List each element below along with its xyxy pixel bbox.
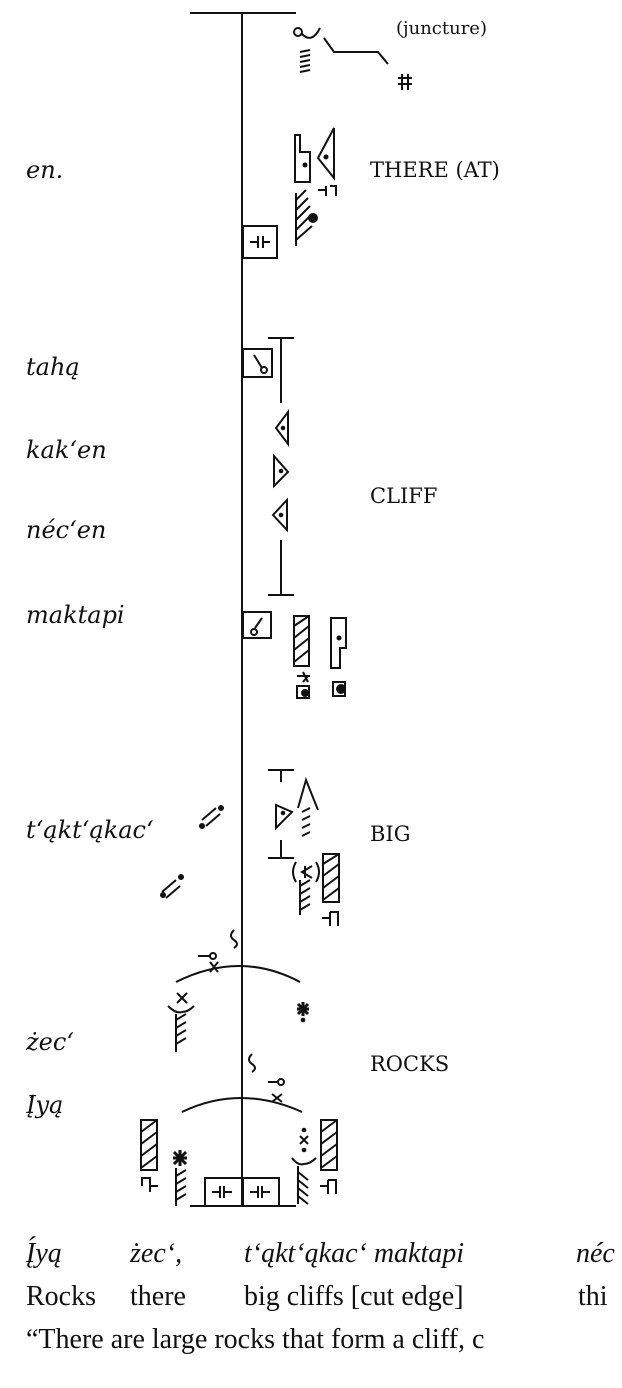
gloss-cliff: CLIFF — [370, 484, 438, 508]
gloss-rocks: ROCKS — [370, 1052, 450, 1076]
interlinear-line-3: “There are large rocks that form a cliff… — [26, 1324, 485, 1355]
il2-word-4: thi — [578, 1281, 608, 1312]
gloss-there: THERE (AT) — [370, 158, 500, 182]
il2-word-1: Rocks — [26, 1281, 96, 1312]
word-zec: żec‘ — [26, 1028, 74, 1056]
il1-word-4: néc — [576, 1238, 615, 1269]
word-taktakac: t‘ąkt‘ąkac‘ — [26, 816, 154, 844]
gloss-big: BIG — [370, 822, 411, 846]
word-iya: Į́yą — [26, 1091, 64, 1119]
word-taha: tahą — [26, 353, 80, 381]
juncture-label: (juncture) — [396, 18, 487, 39]
il1-word-1: Į́yą — [26, 1238, 62, 1269]
il1-word-2: żec‘, — [130, 1238, 183, 1269]
word-maktapi: maktapi — [26, 601, 125, 629]
sign-notation-diagram — [140, 12, 412, 1207]
il1-word-3: t‘ąkt‘ąkac‘ maktapi — [244, 1238, 465, 1269]
il2-word-3: big cliffs [cut edge] — [244, 1281, 464, 1312]
il2-word-2: there — [130, 1281, 186, 1312]
word-necen: néc‘en — [26, 516, 107, 544]
word-kaken: kak‘en — [26, 436, 107, 464]
word-en: en. — [26, 156, 64, 184]
